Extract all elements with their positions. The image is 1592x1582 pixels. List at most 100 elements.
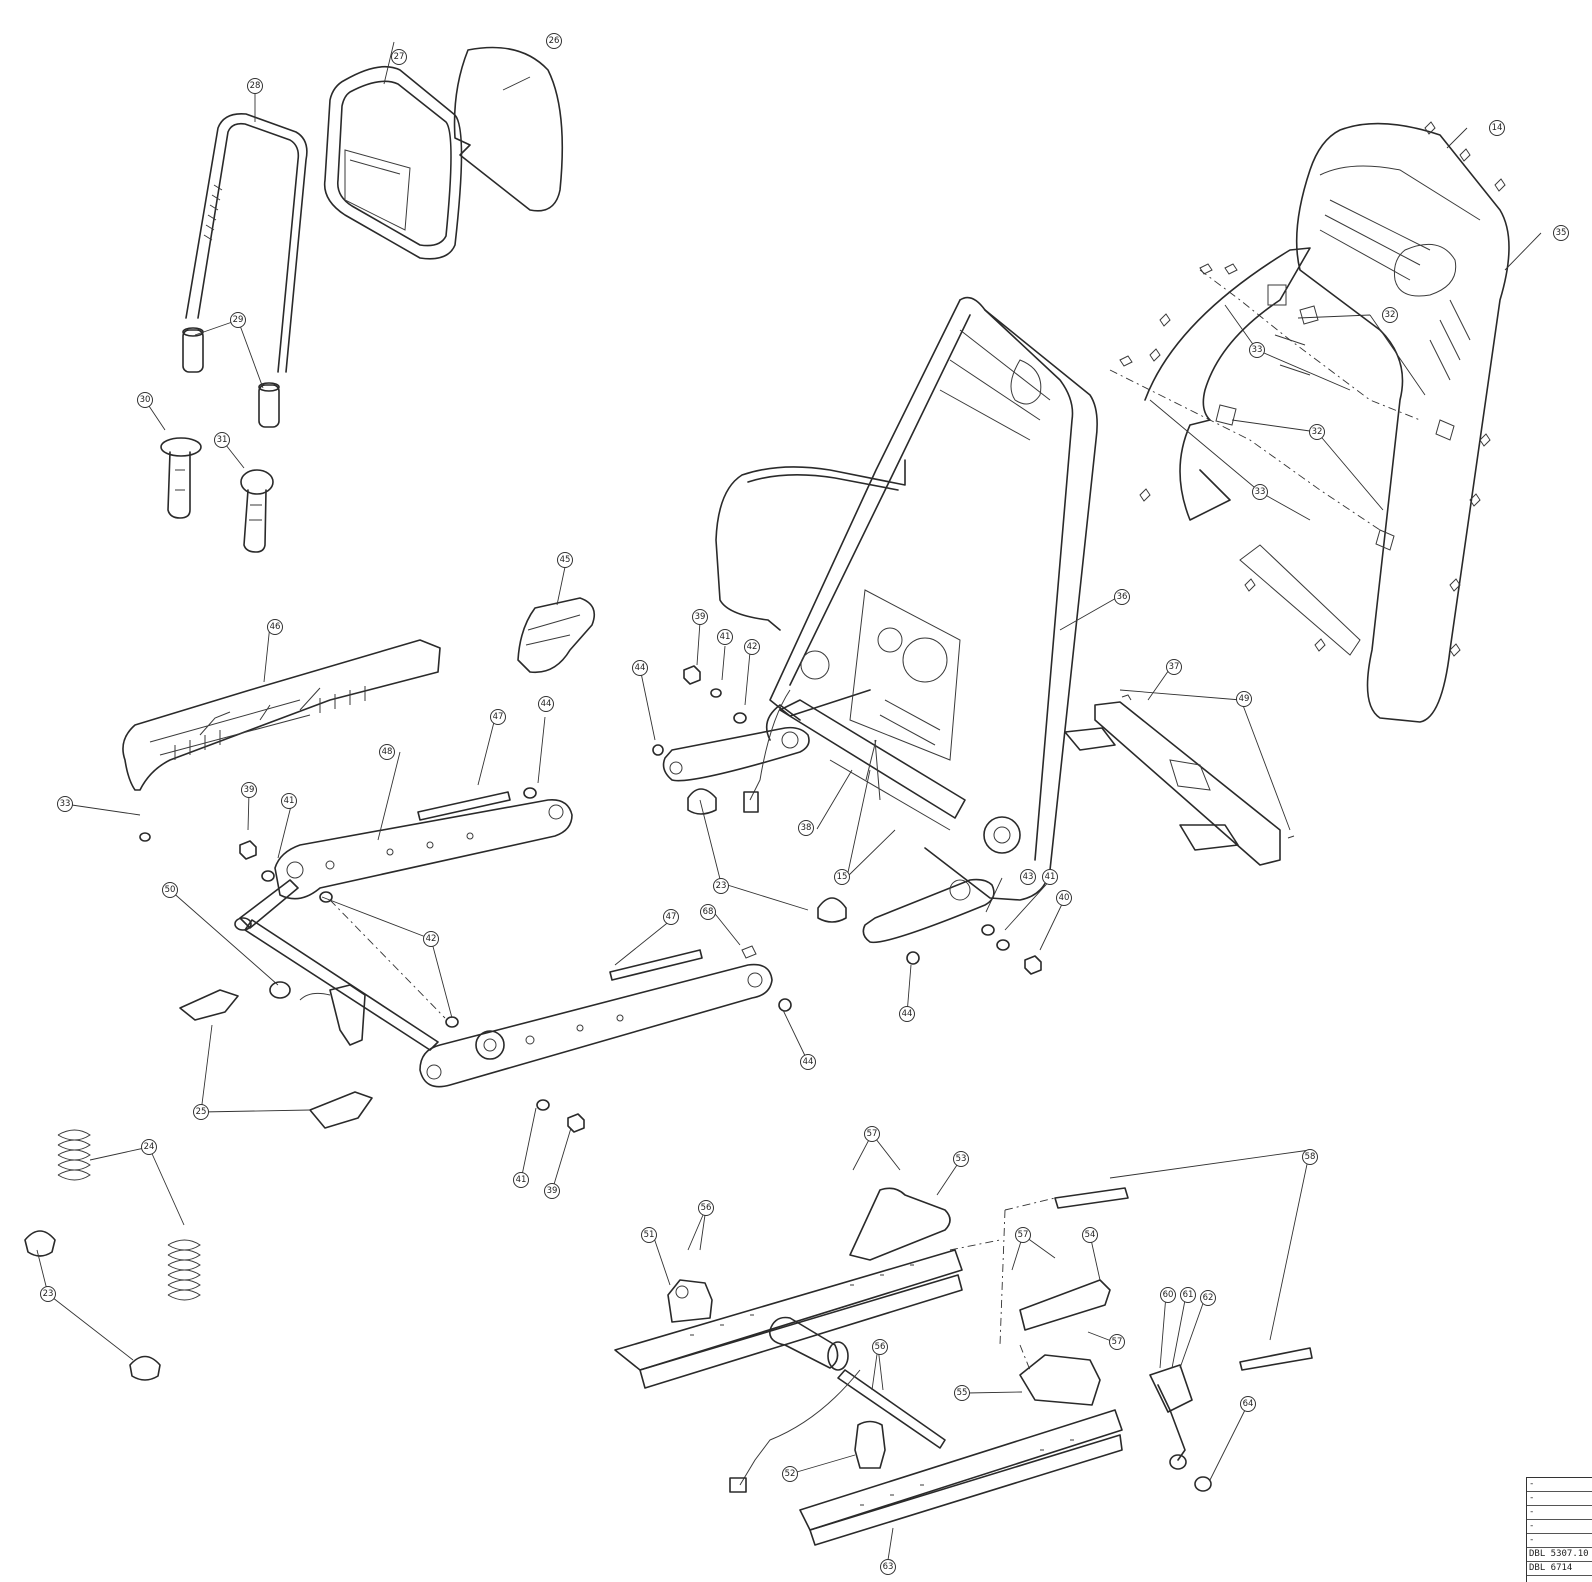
backrest-frame (769, 296, 1098, 901)
backrest-brackets (1109, 269, 1455, 551)
callout-33: 33 (1249, 342, 1265, 358)
svg-text:30: 30 (140, 395, 151, 405)
svg-text:42: 42 (747, 642, 758, 652)
svg-text:44: 44 (902, 1009, 913, 1019)
svg-text:63: 63 (883, 1562, 894, 1572)
svg-text:57: 57 (867, 1129, 878, 1139)
callout-41: 41 (513, 1172, 529, 1188)
headrest-frame-part (185, 112, 308, 373)
pelvis-bracket (1064, 701, 1281, 866)
svg-text:45: 45 (560, 555, 571, 565)
svg-text:33: 33 (60, 799, 71, 809)
title-block-row: - (1527, 1506, 1592, 1520)
svg-text:44: 44 (803, 1057, 814, 1067)
svg-text:68: 68 (703, 907, 714, 917)
svg-text:31: 31 (217, 435, 228, 445)
mount-bracket (299, 984, 366, 1046)
seat-belt-buckle (1149, 1364, 1212, 1492)
svg-text:57: 57 (1112, 1337, 1123, 1347)
svg-text:46: 46 (270, 622, 281, 632)
callout-63: 63 (880, 1559, 896, 1575)
svg-text:54: 54 (1085, 1230, 1096, 1240)
svg-text:37: 37 (1169, 662, 1180, 672)
backrest-wire (715, 459, 906, 631)
callout-32: 32 (1382, 307, 1398, 323)
svg-text:26: 26 (549, 36, 560, 46)
headrest-cushion-frame (323, 65, 463, 260)
callout-39: 39 (544, 1183, 560, 1199)
svg-text:36: 36 (1117, 592, 1128, 602)
callout-23: 23 (40, 1286, 56, 1302)
svg-text:61: 61 (1183, 1290, 1194, 1300)
svg-text:57: 57 (1018, 1230, 1029, 1240)
headrest-guide-sleeve-right (258, 382, 280, 428)
callout-35: 35 (1553, 225, 1569, 241)
svg-text:51: 51 (644, 1230, 655, 1240)
lever-cover (517, 597, 596, 674)
svg-text:25: 25 (196, 1107, 207, 1117)
svg-text:41: 41 (720, 632, 731, 642)
bracket-clips-25 (179, 989, 373, 1129)
recliner-left (662, 726, 810, 782)
svg-text:15: 15 (837, 872, 848, 882)
svg-text:24: 24 (144, 1142, 155, 1152)
svg-text:39: 39 (244, 785, 255, 795)
svg-text:48: 48 (382, 747, 393, 757)
svg-text:23: 23 (43, 1289, 54, 1299)
callout-57: 57 (1015, 1227, 1031, 1243)
svg-text:39: 39 (695, 612, 706, 622)
callout-24: 24 (141, 1139, 157, 1155)
svg-text:56: 56 (701, 1203, 712, 1213)
backrest-rear-shell (1295, 122, 1510, 723)
seat-side-member-upper (274, 798, 573, 900)
callout-44: 44 (899, 1006, 915, 1022)
svg-text:44: 44 (635, 663, 646, 673)
title-block-row: - (1527, 1478, 1592, 1492)
callout-42: 42 (744, 639, 760, 655)
headrest-guide-unlocked (160, 437, 202, 519)
svg-text:14: 14 (1492, 123, 1503, 133)
headrest-guide-sleeve-left (182, 327, 204, 373)
svg-text:39: 39 (547, 1186, 558, 1196)
recliner-right (862, 816, 1021, 944)
callout-37: 37 (1166, 659, 1182, 675)
callout-30: 30 (137, 392, 153, 408)
callout-46: 46 (267, 619, 283, 635)
svg-text:47: 47 (493, 712, 504, 722)
svg-text:27: 27 (394, 52, 405, 62)
title-block-row: - (1527, 1520, 1592, 1534)
backrest-front-frame (1144, 247, 1361, 656)
callout-32: 32 (1309, 424, 1325, 440)
springs (57, 1129, 201, 1301)
rubber-bumpers (24, 788, 847, 1381)
motor-bracket-51 (667, 1279, 713, 1323)
svg-text:29: 29 (233, 315, 244, 325)
callout-40: 40 (1056, 890, 1072, 906)
svg-text:62: 62 (1203, 1293, 1214, 1303)
svg-text:60: 60 (1163, 1290, 1174, 1300)
title-block-row: - (1527, 1492, 1592, 1506)
svg-text:43: 43 (1023, 872, 1034, 882)
callout-44: 44 (538, 696, 554, 712)
seat-front-cross-tube (234, 879, 439, 1051)
callout-39: 39 (241, 782, 257, 798)
callout-33: 33 (57, 796, 73, 812)
callout-15: 15 (834, 869, 850, 885)
callout-49: 49 (1236, 691, 1252, 707)
callout-45: 45 (557, 552, 573, 568)
callout-41: 41 (717, 629, 733, 645)
svg-text:47: 47 (666, 912, 677, 922)
callout-50: 50 (162, 882, 178, 898)
backrest-clips (1119, 121, 1506, 657)
callout-60: 60 (1160, 1287, 1176, 1303)
svg-text:40: 40 (1059, 893, 1070, 903)
callout-64: 64 (1240, 1396, 1256, 1412)
drawing-title-block: - - - - - DBL 5307.10 DBL 6714 (1526, 1477, 1592, 1582)
callout-57: 57 (864, 1126, 880, 1142)
callout-43: 43 (1020, 869, 1036, 885)
callout-28: 28 (247, 78, 263, 94)
svg-text:52: 52 (785, 1469, 796, 1479)
track-spacers (1054, 1187, 1313, 1371)
callout-44: 44 (800, 1054, 816, 1070)
svg-text:41: 41 (516, 1175, 527, 1185)
